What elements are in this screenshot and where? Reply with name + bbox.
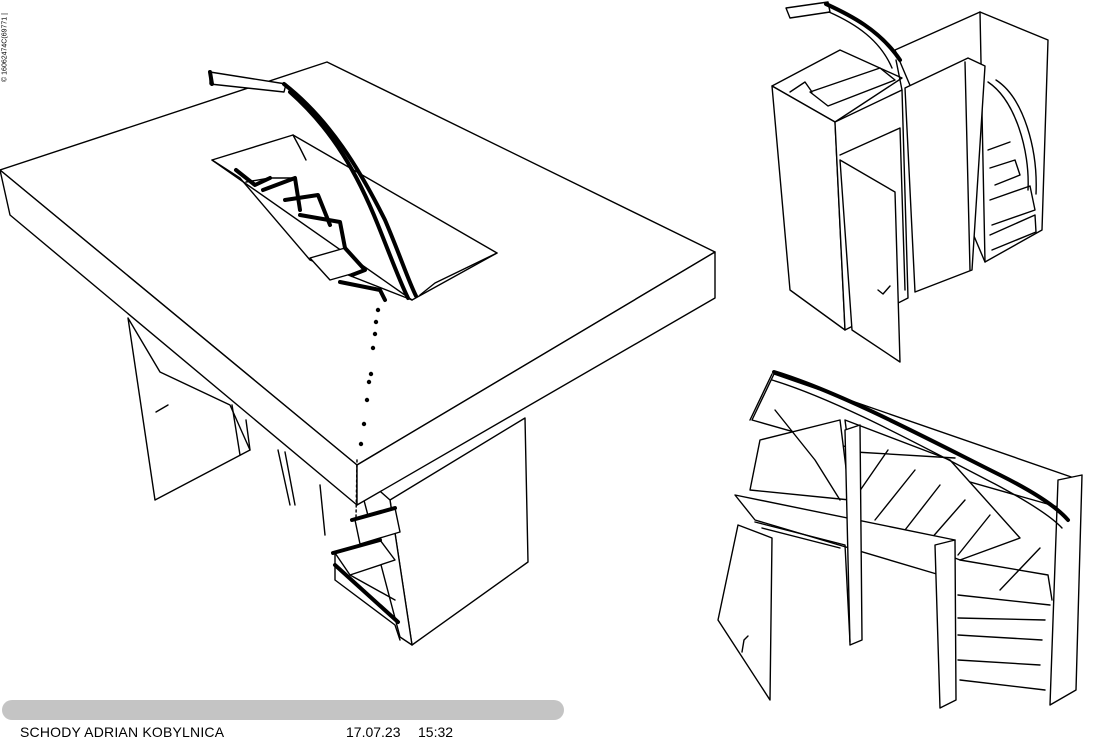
winder-steps	[957, 547, 1053, 691]
stair-opening	[211, 134, 498, 302]
status-bar	[2, 700, 564, 720]
top-right-handrail	[785, 1, 903, 91]
door-handle-icon	[741, 635, 749, 653]
footer-date: 17.07.23	[346, 724, 401, 740]
top-right-view	[771, 1, 1049, 363]
main-handrail	[208, 70, 418, 300]
door-handle-icon	[877, 285, 891, 295]
project-name: SCHODY ADRIAN KOBYLNICA	[20, 724, 225, 740]
dotted-guide-line	[355, 307, 381, 519]
footer-time: 15:32	[418, 724, 454, 740]
top-right-door	[839, 159, 901, 363]
door-handle-icon	[155, 404, 169, 413]
bottom-right-view	[717, 370, 1083, 709]
bottom-right-handrail	[749, 370, 1070, 529]
bottom-right-door	[717, 524, 773, 701]
left-wall	[127, 317, 251, 501]
main-isometric-view	[0, 61, 716, 646]
lower-stairs	[331, 506, 401, 641]
